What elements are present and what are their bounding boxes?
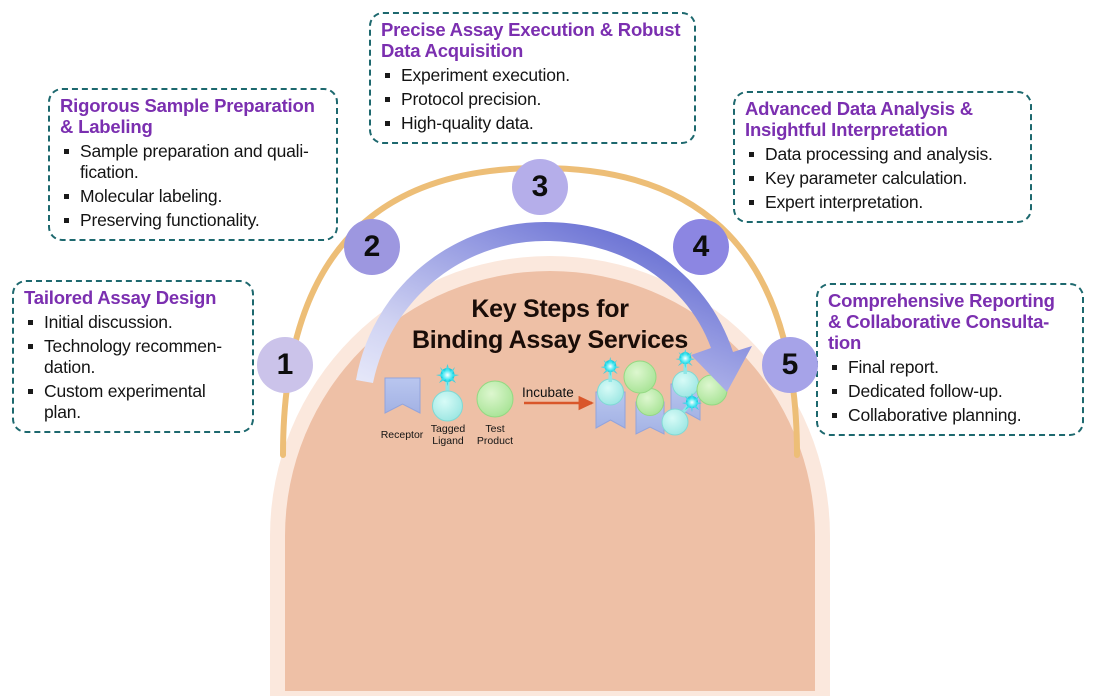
callout-title-3: Precise Assay Execution & Robust Data Ac… bbox=[381, 19, 681, 61]
callout-item: Custom experimental plan. bbox=[24, 381, 242, 423]
callout-comprehensive-reporting[interactable]: Comprehensive Reporting & Collaborative … bbox=[816, 283, 1084, 436]
callout-rigorous-sample-preparation[interactable]: Rigorous Sample Preparation & Labeling S… bbox=[48, 88, 338, 241]
step-number-2: 2 bbox=[363, 230, 381, 263]
step-number-3: 3 bbox=[531, 170, 549, 203]
center-title-line1: Key Steps for bbox=[471, 295, 629, 323]
callout-title-5: Comprehensive Reporting & Collaborative … bbox=[828, 290, 1055, 353]
callout-item: Molecular labeling. bbox=[60, 186, 326, 207]
step-circle-5[interactable]: 5 bbox=[762, 337, 818, 393]
callout-item: Protocol precision. bbox=[381, 89, 684, 110]
test-product-label-line2: Product bbox=[476, 434, 514, 447]
callout-item: Dedicated follow-up. bbox=[828, 381, 1072, 402]
callout-precise-assay-execution[interactable]: Precise Assay Execution & Robust Data Ac… bbox=[369, 12, 696, 144]
callout-advanced-data-analysis[interactable]: Advanced Data Analysis & Insightful Inte… bbox=[733, 91, 1032, 223]
step-number-4: 4 bbox=[692, 230, 710, 263]
callout-item: Expert interpretation. bbox=[745, 192, 1020, 213]
callout-item: Experiment execution. bbox=[381, 65, 684, 86]
callout-item: Technology recommen-dation. bbox=[24, 336, 242, 378]
center-title-line2: Binding Assay Services bbox=[412, 325, 688, 354]
callout-title-1: Tailored Assay Design bbox=[24, 287, 217, 308]
infographic-canvas: Key Steps for Binding Assay Services bbox=[12, 12, 1084, 696]
callout-item: Preserving functionality. bbox=[60, 210, 326, 231]
test-product-label-line1: Test bbox=[485, 423, 505, 435]
step-circle-4[interactable]: 4 bbox=[673, 219, 729, 275]
incubate-label: Incubate bbox=[522, 385, 574, 400]
step-circle-3[interactable]: 3 bbox=[512, 159, 568, 215]
step-circle-1[interactable]: 1 bbox=[257, 337, 313, 393]
callout-item: Initial discussion. bbox=[24, 312, 242, 333]
callout-list-1: Initial discussion. Technology recommen-… bbox=[24, 312, 242, 423]
callout-item: Collaborative planning. bbox=[828, 405, 1072, 426]
callout-list-5: Final report. Dedicated follow-up. Colla… bbox=[828, 357, 1072, 426]
callout-item: High-quality data. bbox=[381, 113, 684, 134]
callout-item: Data processing and analysis. bbox=[745, 144, 1020, 165]
callout-list-2: Sample preparation and quali-fication. M… bbox=[60, 141, 326, 231]
callout-tailored-assay-design[interactable]: Tailored Assay Design Initial discussion… bbox=[12, 280, 254, 433]
center-title: Key Steps for Binding Assay Services bbox=[285, 294, 815, 355]
callout-title-4: Advanced Data Analysis & Insightful Inte… bbox=[745, 98, 973, 140]
step-number-1: 1 bbox=[276, 348, 294, 381]
callout-list-3: Experiment execution. Protocol precision… bbox=[381, 65, 684, 134]
step-number-5: 5 bbox=[781, 348, 799, 381]
callout-list-4: Data processing and analysis. Key parame… bbox=[745, 144, 1020, 213]
test-product-label: Test Product bbox=[460, 423, 530, 448]
callout-title-2: Rigorous Sample Preparation & Labeling bbox=[60, 95, 315, 137]
callout-item: Key parameter calculation. bbox=[745, 168, 1020, 189]
step-circle-2[interactable]: 2 bbox=[344, 219, 400, 275]
callout-item: Final report. bbox=[828, 357, 1072, 378]
callout-item: Sample preparation and quali-fication. bbox=[60, 141, 326, 183]
